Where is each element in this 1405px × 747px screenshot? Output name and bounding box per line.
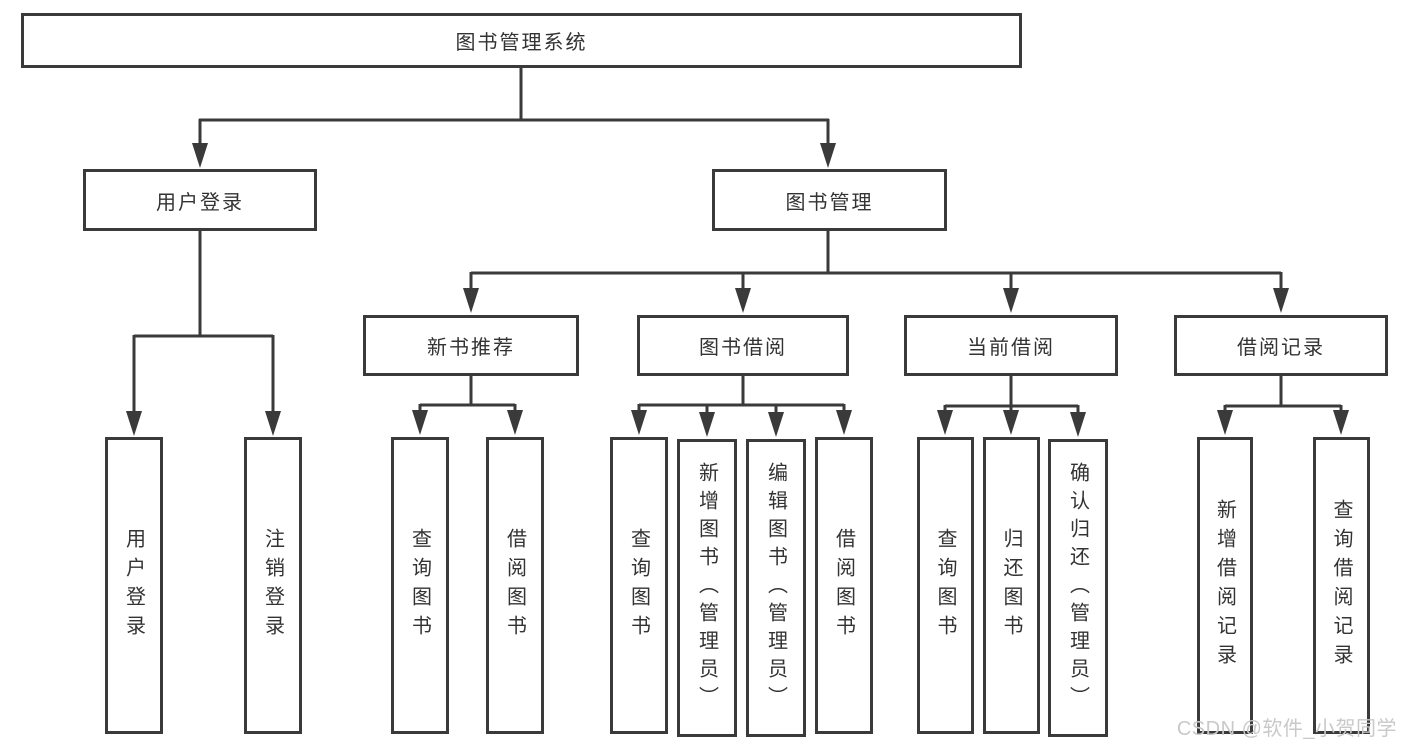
arrowhead-borrow-records <box>1273 288 1289 313</box>
arrowhead-leaf-add-borrow-record <box>1217 410 1233 435</box>
arrowhead-leaf-add-book <box>699 412 715 437</box>
leaf-add-book-admin: 新增图书（管理员） <box>677 439 737 737</box>
leaf-query-books-2: 查询图书 <box>610 437 668 734</box>
node-book-management: 图书管理 <box>712 169 947 231</box>
arrowhead-book-borrow <box>735 288 751 313</box>
arrowhead-leaf-query-books-2 <box>631 410 647 435</box>
leaf-borrow-books-1: 借阅图书 <box>486 437 544 734</box>
node-new-book-recommend: 新书推荐 <box>363 315 579 376</box>
node-book-borrow: 图书借阅 <box>637 315 849 376</box>
leaf-edit-book-admin: 编辑图书（管理员） <box>746 439 806 737</box>
leaf-query-books-1: 查询图书 <box>391 437 449 734</box>
arrowhead-book-management <box>820 143 836 168</box>
arrowhead-current-borrow <box>1003 288 1019 313</box>
leaf-add-borrow-record: 新增借阅记录 <box>1197 437 1253 734</box>
node-user-login: 用户登录 <box>83 169 317 231</box>
leaf-user-login: 用户登录 <box>105 437 163 734</box>
arrowhead-leaf-query-borrow-record <box>1333 410 1349 435</box>
arrowhead-leaf-query-books-1 <box>412 410 428 435</box>
leaf-borrow-books-2: 借阅图书 <box>815 437 873 734</box>
arrowhead-leaf-edit-book <box>768 412 784 437</box>
leaf-logout: 注销登录 <box>244 437 302 734</box>
node-root: 图书管理系统 <box>21 13 1022 68</box>
arrowhead-user-login <box>192 143 208 168</box>
node-borrow-records: 借阅记录 <box>1174 315 1388 376</box>
arrowhead-leaf-return-book <box>1003 410 1019 435</box>
arrowhead-leaf-logout <box>265 411 281 436</box>
leaf-confirm-return-admin: 确认归还（管理员） <box>1048 439 1108 737</box>
arrowhead-leaf-borrow-books-1 <box>507 410 523 435</box>
arrowhead-new-book-recommend <box>463 288 479 313</box>
arrowhead-leaf-user-login <box>126 411 142 436</box>
arrowhead-leaf-confirm-return <box>1070 412 1086 437</box>
node-current-borrow: 当前借阅 <box>904 315 1118 376</box>
leaf-query-books-3: 查询图书 <box>917 437 974 734</box>
leaf-return-book: 归还图书 <box>983 437 1040 734</box>
arrowhead-leaf-borrow-books-2 <box>836 410 852 435</box>
arrowhead-leaf-query-books-3 <box>937 410 953 435</box>
leaf-query-borrow-record: 查询借阅记录 <box>1313 437 1370 734</box>
watermark: CSDN @软件_小贺同学 <box>1176 718 1397 740</box>
